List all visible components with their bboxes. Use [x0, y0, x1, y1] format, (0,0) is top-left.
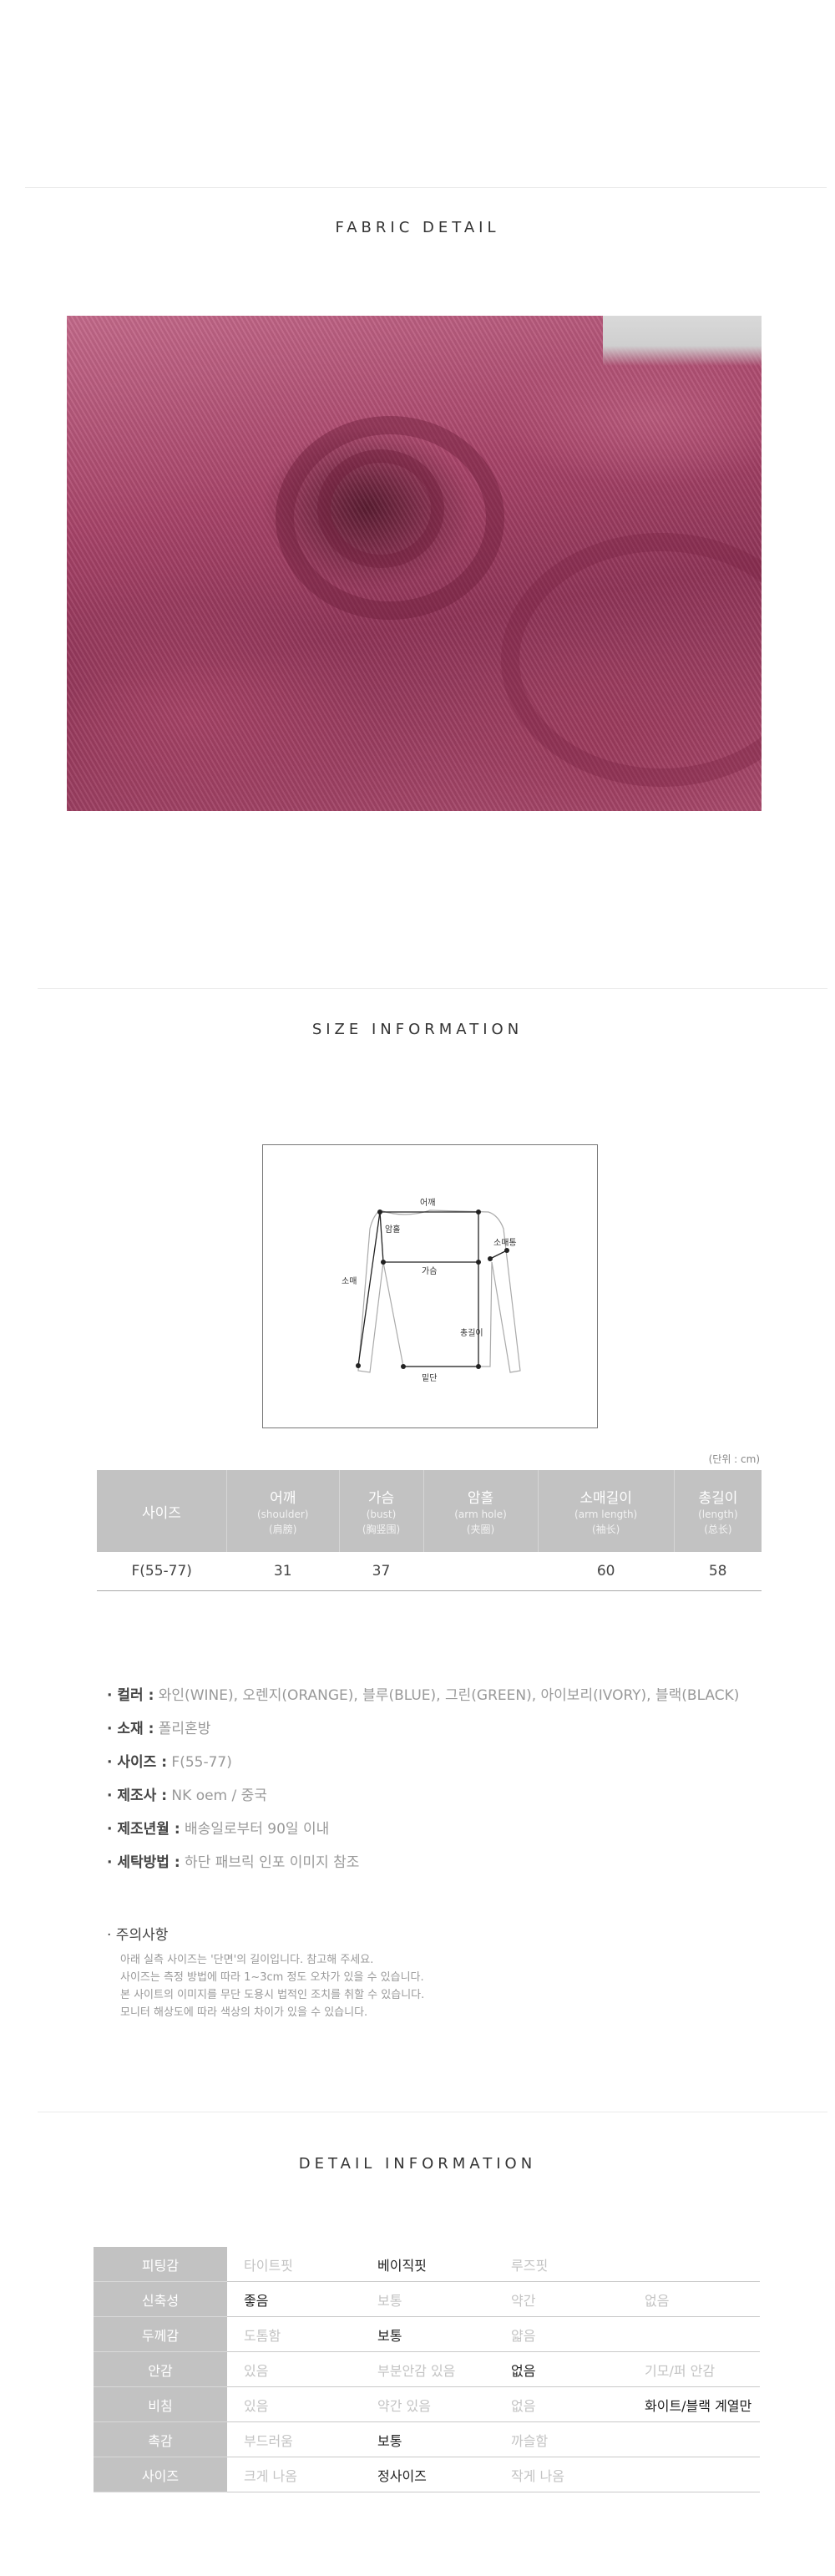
info-size: · 사이즈 : F(55-77) [107, 1754, 232, 1771]
header-armhole: 암홀(arm hole)(夹圈) [423, 1470, 539, 1552]
size-table-header: 사이즈 어깨(shoulder)(肩膀) 가슴(bust)(胸竖围) 암홀(ar… [97, 1470, 762, 1552]
detail-cell: 정사이즈 [361, 2457, 494, 2492]
cell-length: 58 [674, 1552, 762, 1591]
fabric-photo [67, 316, 762, 811]
cell-bust: 37 [339, 1552, 423, 1591]
info-manufacturer: · 제조사 : NK oem / 중국 [107, 1787, 267, 1804]
detail-row-label: 신축성 [94, 2281, 227, 2317]
table-row: F(55-77) 31 37 60 58 [97, 1552, 762, 1591]
info-color: · 컬러 : 와인(WINE), 오렌지(ORANGE), 블루(BLUE), … [107, 1687, 740, 1704]
detail-cell [628, 2457, 760, 2492]
detail-cell [628, 2247, 760, 2282]
detail-cell: 보통 [361, 2281, 494, 2317]
size-information-title: SIZE INFORMATION [311, 1021, 524, 1038]
detail-cell: 루즈핏 [494, 2247, 628, 2282]
detail-cell: 얇음 [494, 2316, 628, 2352]
detail-cell: 약간 있음 [361, 2386, 494, 2422]
size-divider [38, 988, 827, 989]
detail-cell: 화이트/블랙 계열만 [628, 2386, 760, 2422]
cell-arm-length: 60 [538, 1552, 675, 1591]
header-shoulder: 어깨(shoulder)(肩膀) [226, 1470, 340, 1552]
notes-list: 아래 실측 사이즈는 '단면'의 길이입니다. 참고해 주세요. 사이즈는 측정… [120, 1951, 424, 2021]
diagram-label-bust: 가슴 [422, 1266, 437, 1276]
detail-cell: 좋음 [227, 2281, 361, 2317]
detail-cell [628, 2421, 760, 2457]
cell-shoulder: 31 [226, 1552, 339, 1591]
top-divider [25, 187, 827, 188]
diagram-label-hem: 밑단 [422, 1373, 437, 1383]
detail-cell: 도톰함 [227, 2316, 361, 2352]
diagram-label-sleeve-width: 소매통 [493, 1238, 517, 1248]
detail-cell: 부분안감 있음 [361, 2351, 494, 2387]
detail-cell: 부드러움 [227, 2421, 361, 2457]
detail-cell: 있음 [227, 2386, 361, 2422]
cell-size: F(55-77) [97, 1552, 227, 1591]
fabric-detail-title: FABRIC DETAIL [335, 219, 500, 236]
note-line: 모니터 해상도에 따라 색상의 차이가 있을 수 있습니다. [120, 2006, 368, 2019]
detail-cell: 없음 [494, 2351, 628, 2387]
note-line: 본 사이트의 이미지를 무단 도용시 법적인 조치를 취할 수 있습니다. [120, 1989, 425, 2001]
header-bust: 가슴(bust)(胸竖围) [339, 1470, 424, 1552]
product-info-list: · 컬러 : 와인(WINE), 오렌지(ORANGE), 블루(BLUE), … [107, 1679, 739, 1879]
detail-cell: 기모/퍼 안감 [628, 2351, 760, 2387]
detail-row-label: 사이즈 [94, 2457, 227, 2492]
detail-information-title: DETAIL INFORMATION [298, 2155, 537, 2173]
header-size: 사이즈 [97, 1470, 227, 1552]
note-line: 사이즈는 측정 방법에 따라 1~3cm 정도 오차가 있을 수 있습니다. [120, 1971, 424, 1984]
detail-cell: 크게 나옴 [227, 2457, 361, 2492]
info-washing: · 세탁방법 : 하단 패브릭 인포 이미지 참조 [107, 1854, 360, 1871]
diagram-label-length: 총길이 [460, 1327, 483, 1338]
note-line: 아래 실측 사이즈는 '단면'의 길이입니다. 참고해 주세요. [120, 1954, 374, 1966]
diagram-label-shoulder: 어깨 [420, 1198, 435, 1208]
detail-cell: 없음 [628, 2281, 760, 2317]
detail-cell: 보통 [361, 2421, 494, 2457]
detail-cell: 타이트핏 [227, 2247, 361, 2282]
size-table: 사이즈 어깨(shoulder)(肩膀) 가슴(bust)(胸竖围) 암홀(ar… [97, 1470, 762, 1591]
detail-cell: 까슬함 [494, 2421, 628, 2457]
info-material: · 소재 : 폴리혼방 [107, 1721, 211, 1737]
detail-cell: 베이직핏 [361, 2247, 494, 2282]
detail-row-label: 두께감 [94, 2316, 227, 2352]
info-manufacture-date: · 제조년월 : 배송일로부터 90일 이내 [107, 1821, 330, 1838]
detail-cell: 약간 [494, 2281, 628, 2317]
detail-cell: 있음 [227, 2351, 361, 2387]
header-arm-length: 소매길이(arm length)(袖长) [538, 1470, 675, 1552]
detail-cell [628, 2316, 760, 2352]
detail-cell: 없음 [494, 2386, 628, 2422]
detail-cell: 보통 [361, 2316, 494, 2352]
cell-armhole [423, 1552, 538, 1591]
detail-row-label: 촉감 [94, 2421, 227, 2457]
notes-title: · 주의사항 [107, 1927, 169, 1944]
detail-row-label: 피팅감 [94, 2247, 227, 2282]
unit-label: (단위 : cm) [708, 1453, 760, 1465]
detail-row-label: 안감 [94, 2351, 227, 2387]
header-length: 총길이(length)(总长) [674, 1470, 762, 1552]
size-diagram: 어깨 암홀 소매통 소매 가슴 총길이 밑단 [262, 1144, 598, 1428]
diagram-label-armhole: 암홀 [385, 1224, 400, 1235]
diagram-label-sleeve: 소매 [342, 1276, 357, 1286]
detail-row-label: 비침 [94, 2386, 227, 2422]
detail-cell: 작게 나옴 [494, 2457, 628, 2492]
